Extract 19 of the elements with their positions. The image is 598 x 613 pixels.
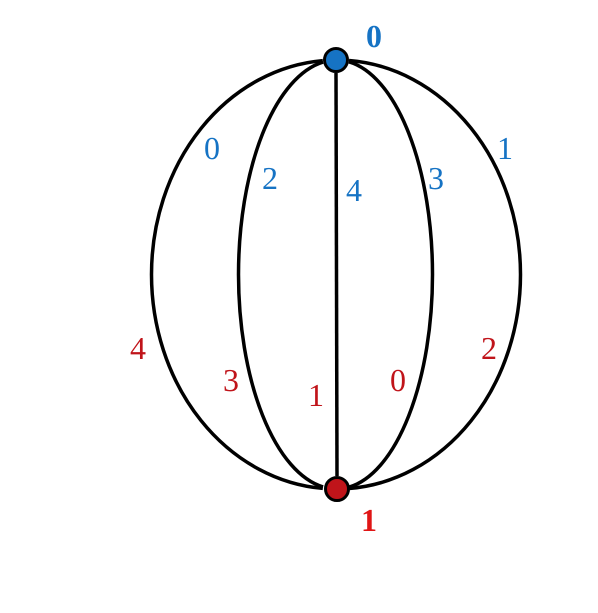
edge-line	[236, 60, 324, 489]
edge-number: 0	[390, 364, 406, 396]
edge-line	[334, 73, 339, 476]
edge-number: 2	[481, 332, 497, 364]
vertex-dot	[323, 47, 349, 73]
vertex-dot	[324, 476, 350, 502]
edge-number: 3	[428, 162, 444, 194]
edge-number: 1	[308, 379, 324, 411]
vertex-label: 1	[361, 504, 377, 536]
edge-number: 4	[346, 174, 362, 206]
edge-line	[348, 60, 434, 489]
edge-line	[150, 58, 324, 490]
edge-number: 1	[497, 132, 513, 164]
vertex-label: 0	[366, 20, 382, 52]
edge-number: 0	[204, 132, 220, 164]
edge-number: 2	[262, 162, 278, 194]
edge-line	[348, 58, 522, 490]
edge-number: 3	[223, 364, 239, 396]
edge-number: 4	[130, 332, 146, 364]
